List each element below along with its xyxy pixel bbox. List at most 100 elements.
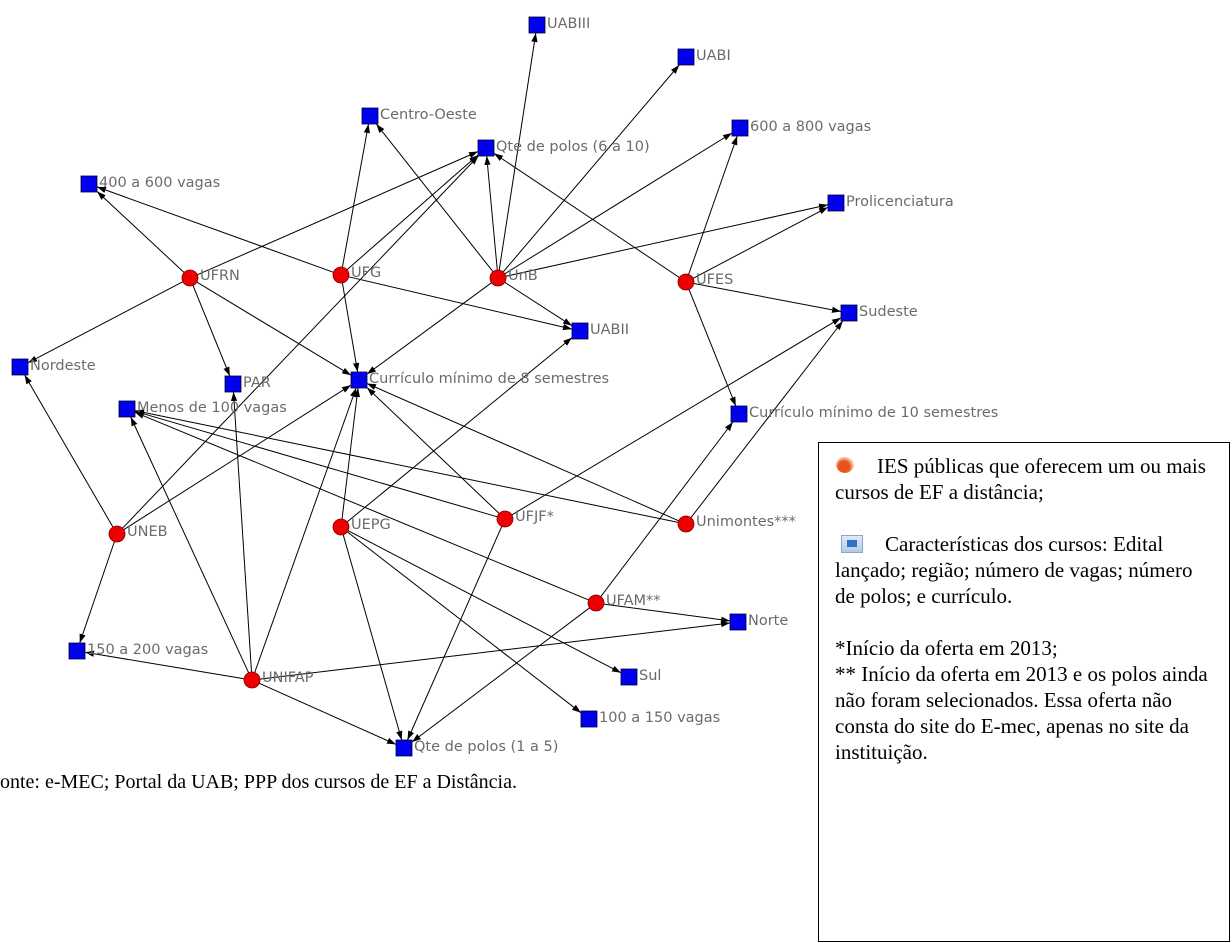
edge-ufjf-to-menos100 (134, 410, 498, 518)
feature-square-marker (731, 119, 749, 137)
edge-unb-to-v600a800 (504, 132, 733, 275)
feature-square-marker (224, 375, 242, 393)
feature-label-sudeste: Sudeste (859, 304, 918, 320)
edge-uepg-to-v100a150 (346, 531, 582, 714)
legend-box: IES públicas que oferecem um ou mais cur… (818, 442, 1230, 942)
edge-unb-to-centrooeste (375, 123, 494, 273)
feature-label-norte: Norte (748, 613, 788, 629)
edge-ufg-to-v400a600 (96, 186, 334, 273)
feature-node-curr8: Currículo mínimo de 8 semestres (350, 371, 609, 389)
edge-ufjf-to-polos1a5 (407, 526, 503, 741)
feature-square-marker (11, 358, 29, 376)
edge-ufes-to-v600a800 (688, 135, 738, 275)
institution-circle-marker (677, 273, 695, 291)
feature-node-par: PAR (224, 375, 271, 393)
edge-ufrn-to-polos6a10 (197, 151, 479, 276)
feature-node-menos100: Menos de 100 vagas (118, 400, 287, 418)
edge-unb-to-uabiii (498, 32, 538, 271)
feature-label-uabiii: UABIII (547, 16, 590, 32)
feature-node-v150a200: 150 a 200 vagas (68, 642, 208, 660)
edge-unb-to-prolicenciatura (505, 203, 829, 277)
feature-square-marker (80, 175, 98, 193)
edge-unifap-to-polos1a5 (259, 682, 397, 745)
feature-square-marker (729, 613, 747, 631)
edge-ufrn-to-par (192, 285, 231, 377)
institution-circle-marker (243, 671, 261, 689)
feature-label-nordeste: Nordeste (30, 358, 96, 374)
feature-node-uabi: UABI (677, 48, 731, 66)
edge-ufam-to-polos1a5 (411, 607, 590, 743)
edge-ufg-to-uabii (348, 276, 573, 331)
feature-square-marker (730, 405, 748, 423)
edge-unifap-to-v150a200 (84, 650, 245, 680)
edge-uneb-to-polos6a10 (122, 155, 479, 529)
institution-label-ufjf: UFJF* (515, 509, 554, 525)
source-note: onte: e-MEC; Portal da UAB; PPP dos curs… (0, 771, 517, 793)
feature-label-polos6a10: Qte de polos (6 a 10) (496, 139, 650, 155)
edge-unifap-to-curr8 (254, 387, 357, 673)
feature-square-marker (677, 48, 695, 66)
edge-unifap-to-norte (259, 620, 731, 680)
feature-square-marker (361, 107, 379, 125)
edge-uneb-to-v150a200 (79, 541, 115, 644)
edge-ufrn-to-nordeste (27, 281, 184, 364)
feature-node-v600a800: 600 a 800 vagas (731, 119, 871, 137)
feature-node-norte: Norte (729, 613, 788, 631)
feature-node-curr10: Currículo mínimo de 10 semestres (730, 405, 998, 423)
feature-label-polos1a5: Qte de polos (1 a 5) (414, 739, 558, 755)
edge-unimontes-to-curr8 (366, 383, 679, 522)
edges-layer (24, 32, 844, 745)
legend-note-1: *Início da oferta em 2013; (835, 636, 1058, 660)
feature-node-sudeste: Sudeste (840, 304, 918, 322)
institution-node-uepg: UEPG (332, 517, 391, 536)
feature-label-curr8: Currículo mínimo de 8 semestres (369, 371, 609, 387)
feature-node-centrooeste: Centro-Oeste (361, 107, 477, 125)
edge-uepg-to-polos1a5 (342, 534, 403, 741)
institution-node-uneb: UNEB (108, 524, 168, 543)
edge-ufjf-to-curr8 (366, 387, 500, 514)
feature-square-marker (571, 322, 589, 340)
institution-label-ufrn: UFRN (200, 268, 240, 284)
feature-node-v400a600: 400 a 600 vagas (80, 175, 220, 193)
feature-square-marker (68, 642, 86, 660)
feature-node-uabii: UABII (571, 322, 629, 340)
legend-features: Características dos cursos: Edital lança… (835, 531, 1215, 609)
feature-label-centrooeste: Centro-Oeste (380, 107, 477, 123)
feature-node-polos1a5: Qte de polos (1 a 5) (395, 739, 558, 757)
institution-node-ufg: UFG (332, 265, 381, 284)
edge-unb-to-curr8 (366, 282, 492, 375)
institution-label-unifap: UNIFAP (262, 670, 314, 686)
institution-circle-marker (587, 594, 605, 612)
feature-label-v150a200: 150 a 200 vagas (87, 642, 208, 658)
feature-square-marker (350, 371, 368, 389)
institution-label-uepg: UEPG (351, 517, 391, 533)
institution-node-unifap: UNIFAP (243, 670, 314, 689)
edge-unb-to-uabii (504, 281, 573, 327)
course-feature-icon (841, 535, 863, 553)
institution-circle-marker (496, 510, 514, 528)
feature-label-uabii: UABII (590, 322, 629, 338)
edge-ufes-to-polos6a10 (493, 152, 680, 278)
feature-square-marker (580, 710, 598, 728)
feature-label-v100a150: 100 a 150 vagas (599, 710, 720, 726)
institution-label-ufg: UFG (351, 265, 381, 281)
feature-square-marker (840, 304, 858, 322)
edge-ufam-to-norte (603, 603, 731, 623)
institution-label-unb: UnB (508, 268, 538, 284)
edge-unimontes-to-sudeste (690, 320, 844, 519)
institution-node-ufes: UFES (677, 272, 733, 291)
feature-label-uabi: UABI (696, 48, 731, 64)
feature-label-par: PAR (243, 375, 271, 391)
feature-node-sul: Sul (620, 668, 661, 686)
feature-square-marker (528, 16, 546, 34)
edge-uepg-to-curr8 (341, 387, 361, 520)
institution-node-icon (835, 457, 855, 475)
feature-label-prolicenciatura: Prolicenciatura (846, 194, 954, 210)
edge-ufg-to-polos6a10 (346, 154, 479, 271)
edge-ufes-to-curr10 (688, 289, 737, 407)
edge-uepg-to-uabii (346, 337, 573, 523)
edge-unimontes-to-menos100 (134, 409, 679, 523)
legend-note-2: ** Início da oferta em 2013 e os polos a… (835, 662, 1208, 764)
